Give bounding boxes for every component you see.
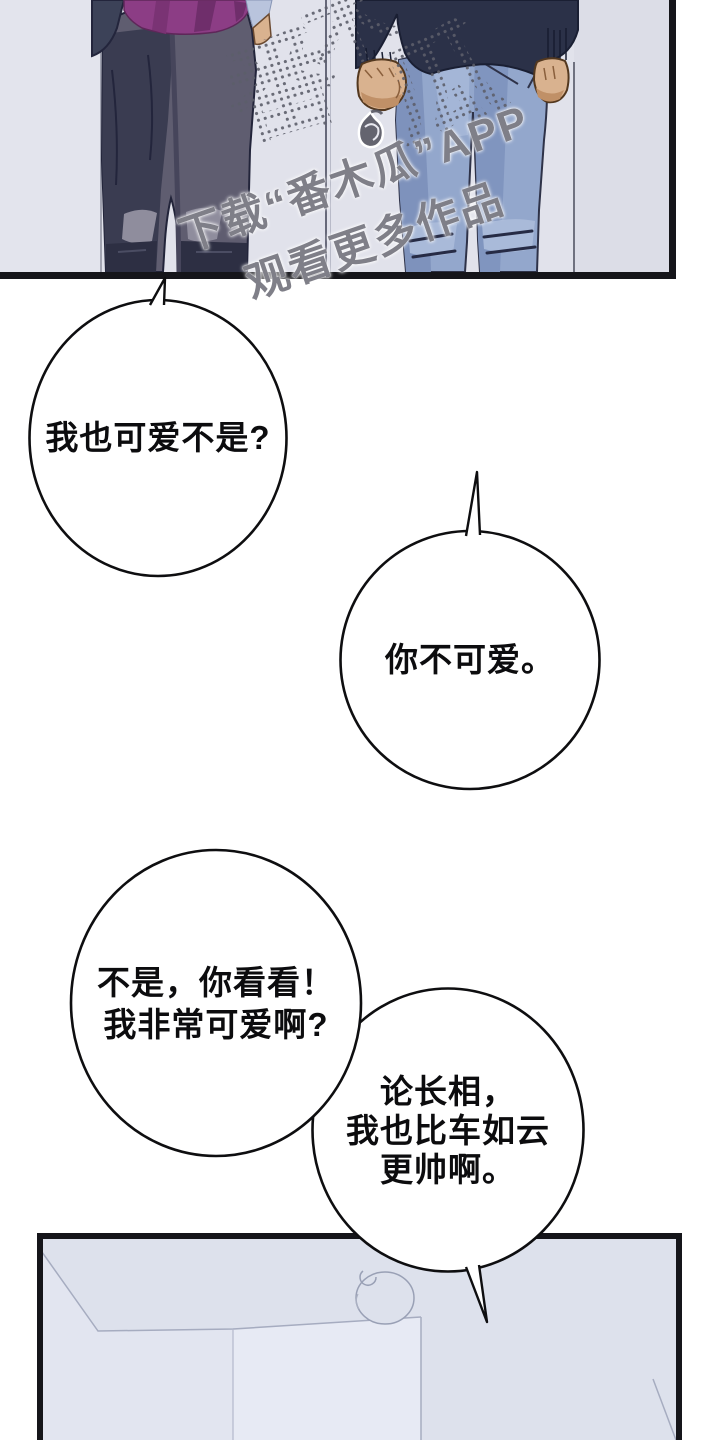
bubble3-text-line2: 我非常可爱啊? <box>103 1006 329 1043</box>
bubble2-text-line1: 你不可爱。 <box>385 641 555 678</box>
bubble1-text-line1: 我也可爱不是? <box>45 419 271 456</box>
speech-bubble-4: 论长相， 我也比车如云 更帅啊。 <box>305 981 595 1327</box>
speech-bubble-2: 你不可爱。 <box>332 462 612 798</box>
bubble4-text-line2: 我也比车如云 <box>346 1111 550 1149</box>
panel-bottom-comic <box>37 1233 682 1440</box>
speech-bubble-3: 不是，你看看！ 我非常可爱啊? <box>64 843 368 1165</box>
left-figure <box>91 0 273 272</box>
bubble4-text-line3: 更帅啊。 <box>380 1150 516 1188</box>
speech-bubble-3-shape <box>69 848 363 1158</box>
speech-bubble-1-shape <box>28 276 288 578</box>
right-figure <box>355 0 579 272</box>
room-background <box>43 1239 676 1440</box>
bubble3-text-line1: 不是，你看看！ <box>97 964 335 1001</box>
panel-top-artwork <box>0 0 669 272</box>
bubble4-text-line1: 论长相， <box>380 1072 516 1110</box>
panel-bottom-artwork <box>43 1239 676 1440</box>
speech-bubble-2-shape <box>339 470 601 791</box>
speech-bubble-1: 我也可爱不是? <box>20 268 300 580</box>
panel-top-comic <box>0 0 676 279</box>
speech-bubble-4-shape <box>311 987 585 1324</box>
head-outline <box>355 1270 415 1325</box>
